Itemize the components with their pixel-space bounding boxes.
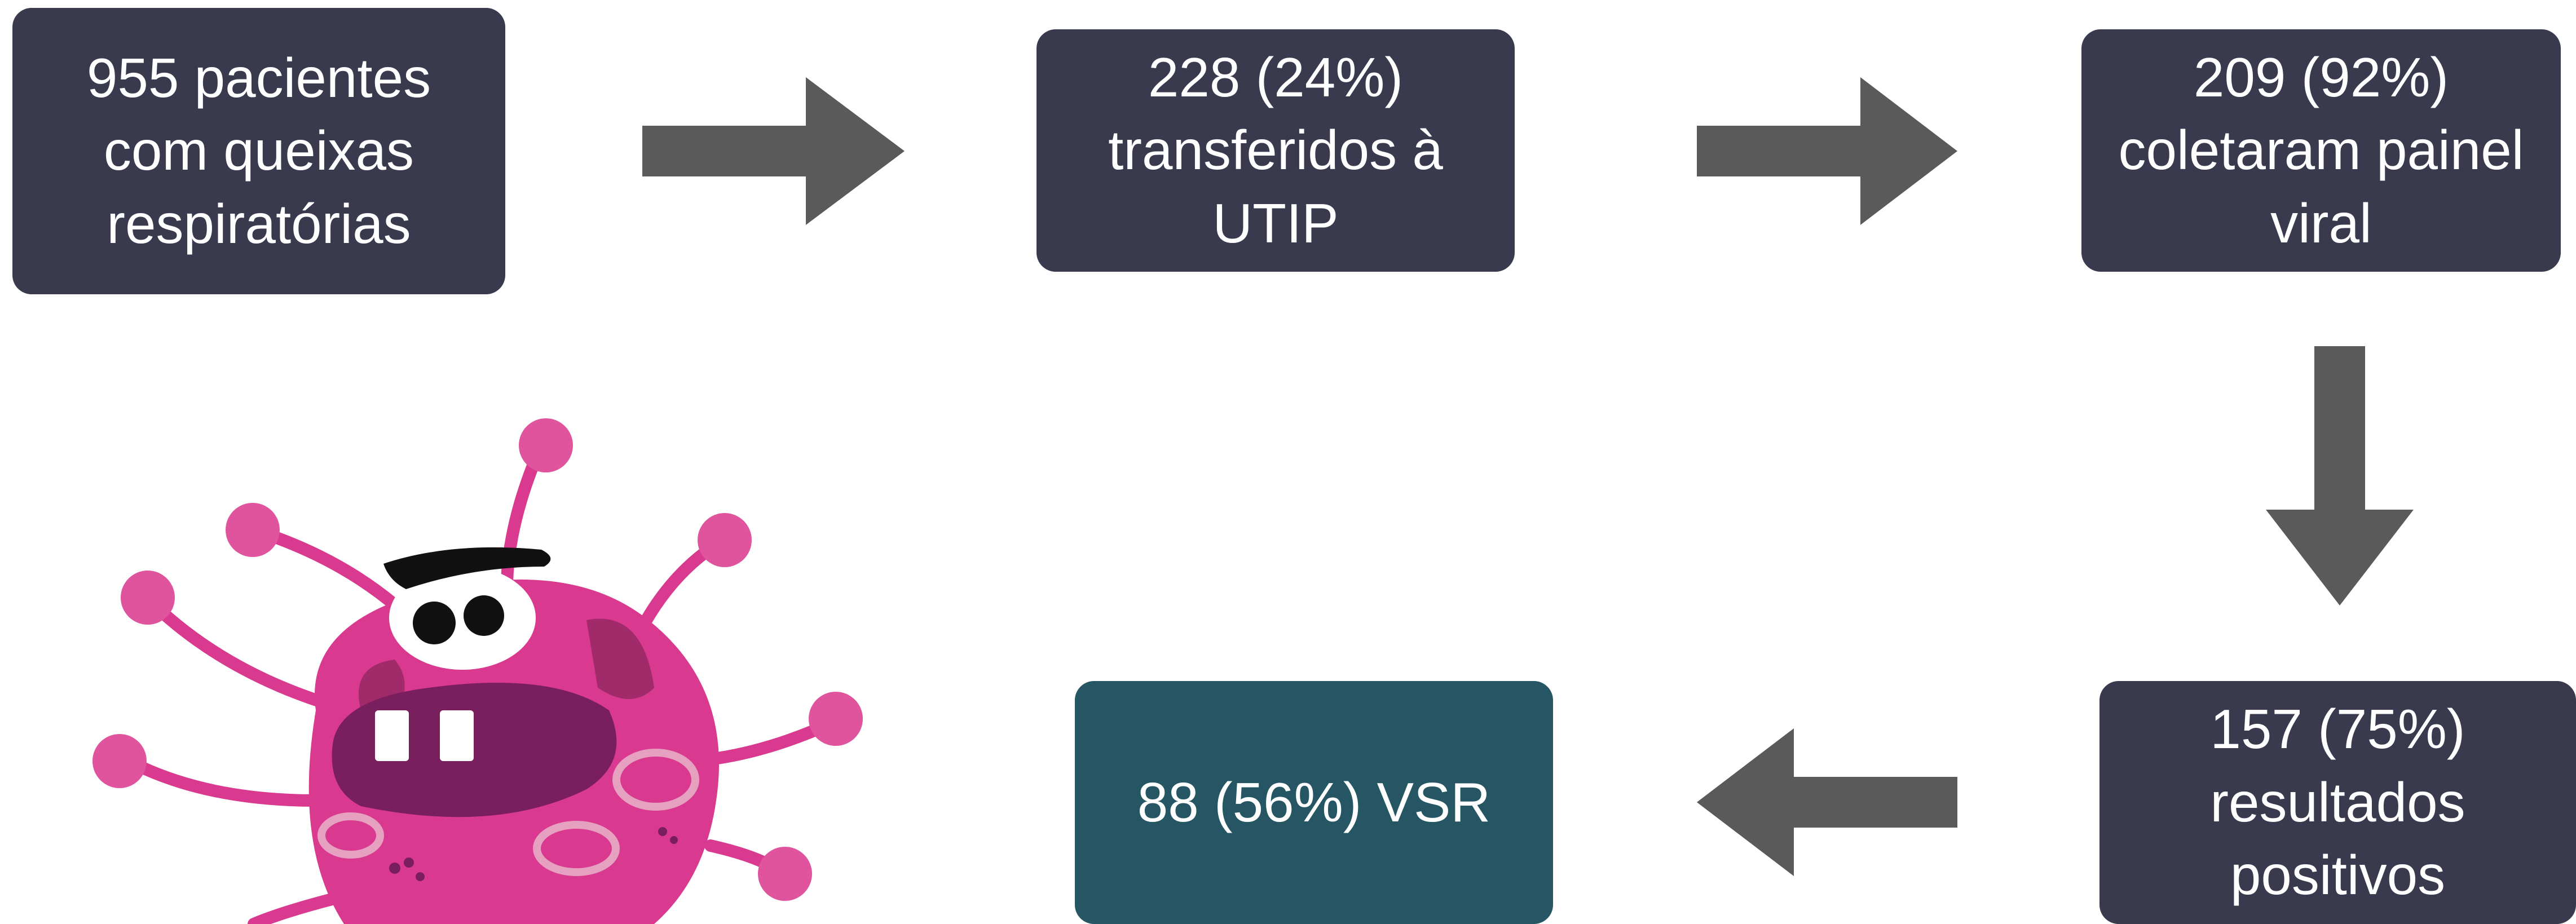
step-box-patients: 955 pacientes com queixas respiratórias xyxy=(12,8,505,294)
virus-mascot-icon xyxy=(92,418,863,924)
step-box-transferred: 228 (24%) transferidos à UTIP xyxy=(1036,29,1515,272)
step-text-line: com queixas xyxy=(103,120,414,182)
step-box-vsr: 88 (56%) VSR xyxy=(1075,681,1553,924)
step-text-line: 157 (75%) xyxy=(2210,698,2465,761)
step-text-line: respiratórias xyxy=(107,192,411,255)
step-text-line: 955 pacientes xyxy=(86,46,431,109)
arrow-right-icon xyxy=(642,77,905,225)
step-text-line: resultados xyxy=(2210,771,2465,833)
step-text-line: viral xyxy=(2270,192,2372,254)
step-text-line: positivos xyxy=(2230,844,2446,907)
arrow-right-icon xyxy=(1697,77,1957,225)
step-text-line: 228 (24%) xyxy=(1148,46,1404,108)
step-box-positive-results: 157 (75%) resultados positivos xyxy=(2099,681,2576,924)
step-box-viral-panel: 209 (92%) coletaram painel viral xyxy=(2081,29,2561,272)
step-text-line: UTIP xyxy=(1212,192,1339,254)
step-text-line: coletaram painel xyxy=(2118,119,2524,182)
step-text-line: 209 (92%) xyxy=(2193,46,2449,108)
arrow-left-icon xyxy=(1697,728,1957,876)
step-text-line: 88 (56%) VSR xyxy=(1137,771,1491,833)
arrow-down-icon xyxy=(2266,346,2414,605)
step-text-line: transferidos à xyxy=(1108,119,1443,182)
